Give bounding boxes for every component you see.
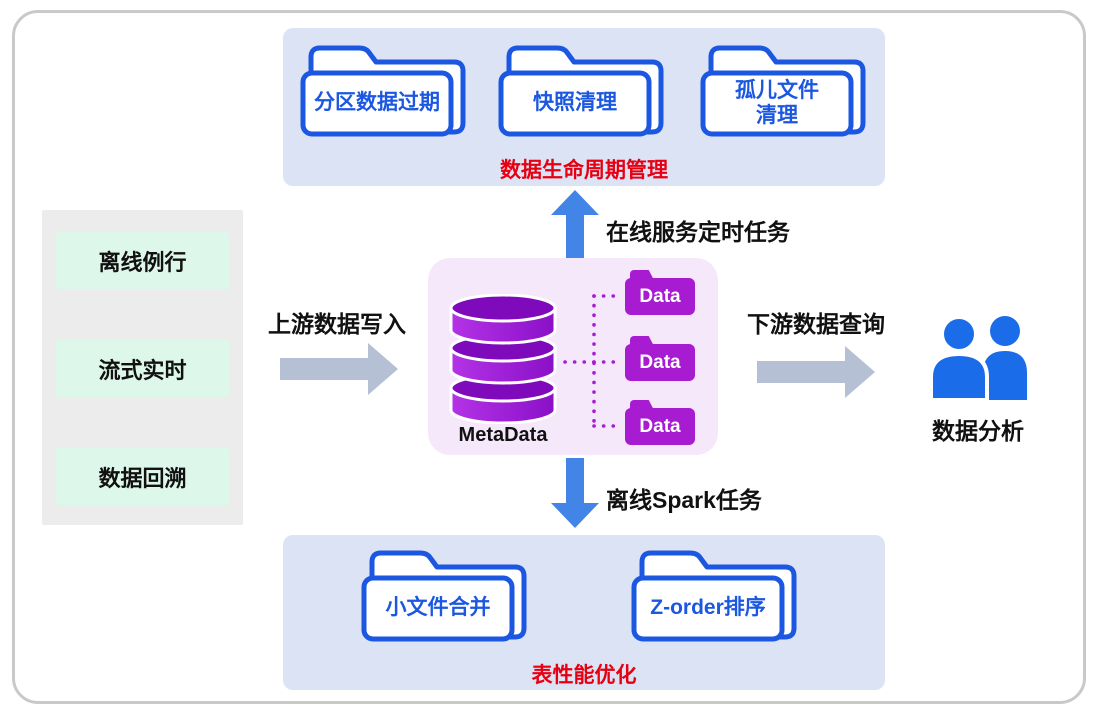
folder-icon [300, 45, 466, 137]
pipeline-label: 离线例行 [98, 249, 187, 275]
folder-snapshot-clean: 快照清理 [495, 40, 667, 140]
data-folder: Data [625, 408, 695, 445]
folder-icon [631, 550, 797, 642]
data-folder-label: Data [639, 285, 681, 307]
pipeline-item-streaming: 流式实时 [56, 340, 229, 397]
metadata-box: MetaData Data Data Data [428, 258, 718, 455]
right-arrow-gray-icon [757, 346, 875, 398]
folder-partition-expire: 分区数据过期 [297, 40, 469, 140]
optimization-caption: 表性能优化 [531, 664, 637, 687]
users-icon [929, 315, 1027, 402]
database-icon [449, 294, 557, 424]
folder-label: 小文件合并 [385, 596, 491, 620]
folder-label: 快照清理 [533, 91, 617, 115]
data-folder-label: Data [639, 351, 681, 373]
up-arrow-icon [551, 190, 599, 258]
metadata-label: MetaData [458, 424, 548, 446]
ingest-panel: 离线例行 流式实时 数据回溯 [42, 210, 243, 525]
analytics-label: 数据分析 [932, 418, 1024, 444]
folder-label: Z-order排序 [650, 596, 766, 620]
down-arrow-icon [551, 458, 599, 528]
folder-icon [700, 45, 866, 137]
flow-label-upstream: 上游数据写入 [268, 311, 406, 337]
flow-label-offline-task: 离线Spark任务 [606, 487, 762, 513]
data-folder: Data [625, 278, 695, 315]
lifecycle-panel: 分区数据过期 快照清理 孤儿文件 清理 数据生命周期管理 [283, 28, 885, 186]
optimization-panel: 小文件合并 Z-order排序 表性能优化 [283, 535, 885, 690]
folder-orphan-clean: 孤儿文件 清理 [697, 40, 869, 140]
pipeline-label: 数据回溯 [98, 465, 187, 491]
pipeline-item-backfill: 数据回溯 [56, 448, 229, 505]
pipeline-label: 流式实时 [98, 357, 187, 383]
pipeline-item-offline-routine: 离线例行 [56, 232, 229, 289]
data-folder-label: Data [639, 415, 681, 437]
folder-icon [498, 45, 664, 137]
flow-label-online-task: 在线服务定时任务 [606, 219, 790, 245]
folder-small-file-merge: 小文件合并 [358, 545, 530, 645]
folder-label: 分区数据过期 [314, 91, 440, 115]
right-arrow-gray-icon [280, 343, 398, 395]
folder-zorder-sort: Z-order排序 [628, 545, 800, 645]
data-folder: Data [625, 344, 695, 381]
flow-label-downstream: 下游数据查询 [747, 311, 885, 337]
folder-icon [361, 550, 527, 642]
folder-label: 孤儿文件 清理 [735, 79, 819, 127]
lifecycle-caption: 数据生命周期管理 [500, 159, 668, 182]
